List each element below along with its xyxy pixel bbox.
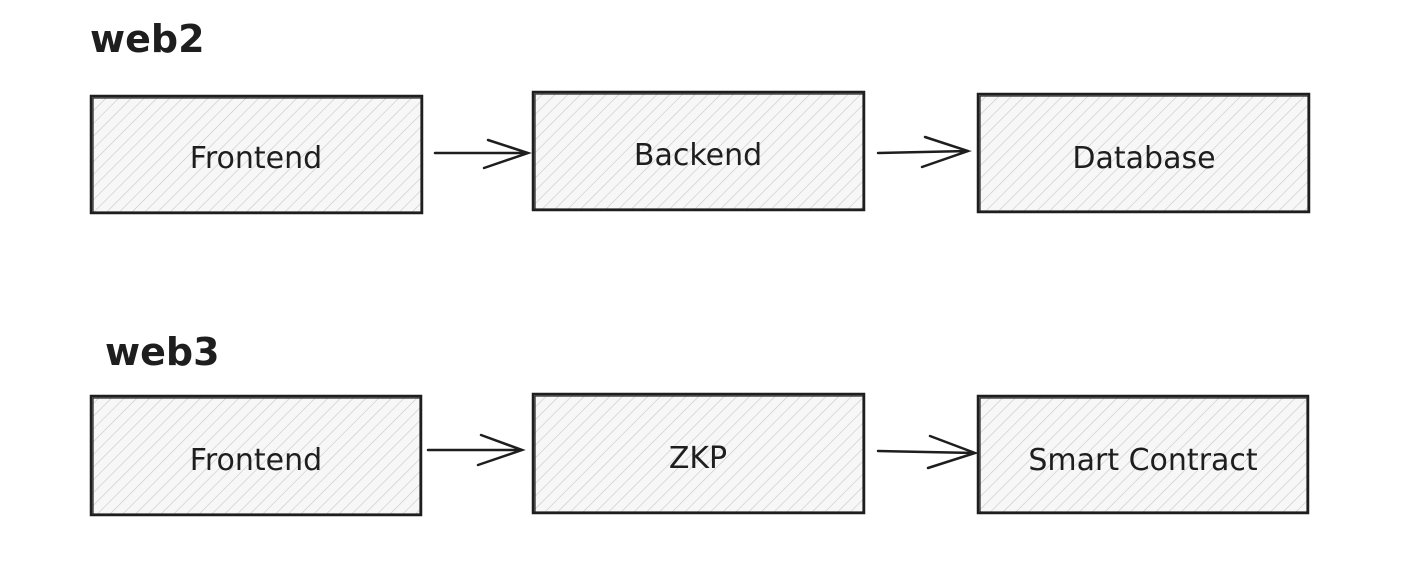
node-web2-frontend: Frontend [89, 94, 424, 215]
node-label: Smart Contract [1028, 443, 1258, 478]
arrow-icon [876, 434, 979, 470]
node-label: Backend [634, 138, 762, 173]
node-label: Frontend [190, 443, 322, 478]
arrow-icon [426, 433, 526, 467]
arrow-icon [876, 135, 972, 169]
arrow-icon [433, 138, 532, 170]
node-label: Database [1072, 141, 1215, 176]
node-web3-zkp: ZKP [531, 392, 866, 515]
node-web2-database: Database [976, 92, 1311, 214]
node-web3-smart-contract: Smart Contract [976, 394, 1310, 515]
node-label: Frontend [190, 141, 322, 176]
section-title-web3: web3 [105, 330, 220, 374]
node-label: ZKP [669, 441, 727, 476]
section-title-web2: web2 [90, 17, 205, 61]
node-web2-backend: Backend [531, 90, 866, 212]
node-web3-frontend: Frontend [89, 394, 423, 517]
